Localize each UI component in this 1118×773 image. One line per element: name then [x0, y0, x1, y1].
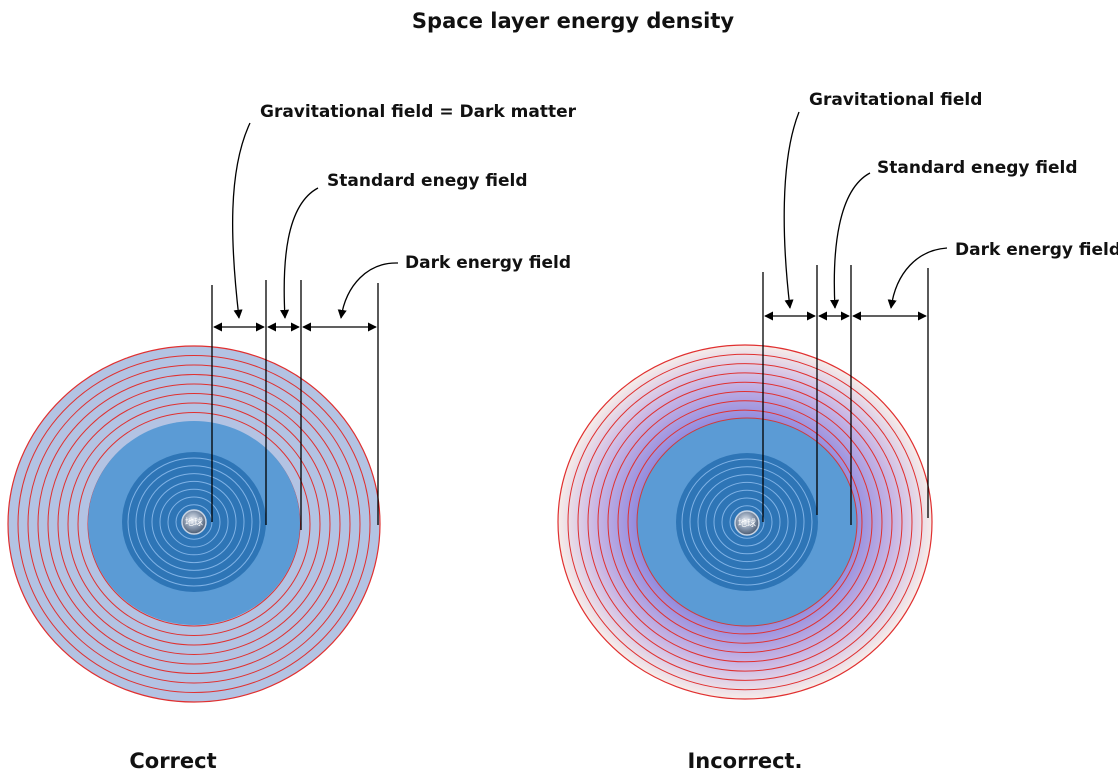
gravitational-leader-arrow: [231, 122, 251, 319]
gravity-ring: [151, 480, 237, 564]
energy-ring: [557, 344, 933, 700]
correct-diagram: 地球 Gravitational field = Dark matter Sta…: [7, 102, 577, 773]
dark-energy-label: Dark energy field: [405, 253, 571, 273]
energy-ring: [67, 402, 321, 646]
correct-caption: Correct: [129, 749, 216, 773]
earth-core-icon: 地球: [734, 510, 760, 536]
energy-ring: [617, 400, 873, 644]
energy-ring: [47, 383, 341, 665]
gravitational-label: Gravitational field = Dark matter: [260, 102, 577, 122]
standard-leader-arrow: [280, 187, 319, 319]
gravity-ring: [721, 497, 773, 547]
energy-ring: [627, 409, 863, 635]
gravity-ring: [705, 481, 789, 563]
gravity-ring: [127, 457, 261, 587]
gravity-ring: [697, 474, 797, 570]
energy-ring: [577, 363, 913, 681]
dark-leader-arrow: [337, 262, 399, 319]
standard-leader-arrow: [830, 172, 871, 309]
energy-ring: [567, 353, 923, 691]
energy-ring: [37, 374, 351, 674]
energy-ring: [597, 381, 893, 663]
incorrect-caption: Incorrect.: [687, 749, 802, 773]
energy-ring: [587, 372, 903, 672]
gravity-ring: [689, 466, 805, 578]
gravity-ring: [135, 465, 253, 579]
gravity-ring: [713, 489, 781, 555]
gravitational-label: Gravitational field: [809, 90, 982, 110]
gravity-ring: [681, 458, 813, 586]
energy-ring: [27, 364, 361, 684]
gravity-ring: [729, 505, 765, 539]
gravitational-leader-arrow: [783, 111, 800, 309]
core-label: 地球: [738, 517, 756, 529]
energy-ring: [57, 393, 331, 655]
incorrect-diagram: 地球 Gravitational field Standard enegy fi…: [557, 90, 1118, 773]
core-label: 地球: [185, 516, 203, 528]
energy-ring: [607, 391, 883, 653]
standard-label: Standard enegy field: [877, 158, 1078, 178]
earth-core-icon: 地球: [181, 509, 207, 535]
energy-ring: [17, 355, 371, 693]
gravity-ring: [143, 473, 245, 571]
dark-leader-arrow: [887, 247, 948, 309]
standard-label: Standard enegy field: [327, 171, 528, 191]
dark-energy-label: Dark energy field: [955, 240, 1118, 260]
energy-ring: [77, 412, 311, 636]
gravity-ring: [167, 496, 221, 548]
gravity-ring: [159, 488, 229, 556]
page-title: Space layer energy density: [412, 9, 734, 33]
